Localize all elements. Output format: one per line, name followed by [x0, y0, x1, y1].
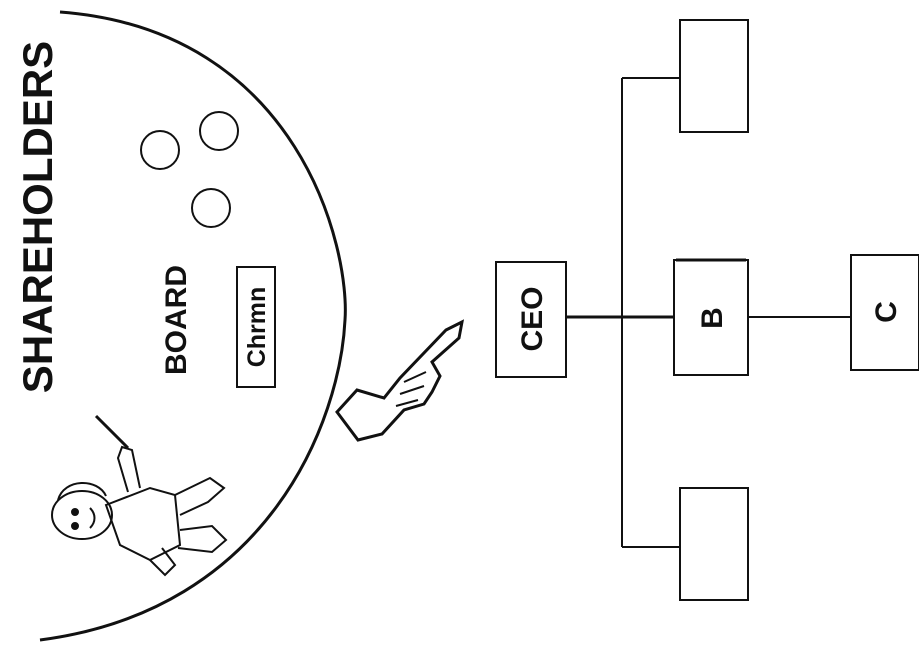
board-member-circle-icon [140, 130, 180, 170]
board-member-circle-icon [191, 188, 231, 228]
chairman-label: Chrmn [243, 287, 271, 368]
org-box-c [850, 254, 919, 371]
box-c-label: C [870, 301, 903, 323]
ceo-label: CEO [516, 286, 549, 351]
box-b-label: B [696, 307, 729, 329]
org-box-top [679, 19, 749, 133]
chairman-box [236, 266, 276, 388]
org-box-bottom [679, 487, 749, 601]
board-member-circle-icon [199, 111, 239, 151]
presenter-figure-icon [51, 414, 228, 577]
org-box-b [673, 259, 749, 376]
ceo-box [495, 261, 567, 378]
shareholders-arc [39, 10, 347, 642]
org-chart-connectors [566, 77, 851, 548]
board-label: BOARD [160, 265, 193, 375]
board-member-circles [140, 111, 239, 228]
pointing-hand-icon [335, 319, 465, 442]
shareholders-label: SHAREHOLDERS [14, 41, 61, 393]
